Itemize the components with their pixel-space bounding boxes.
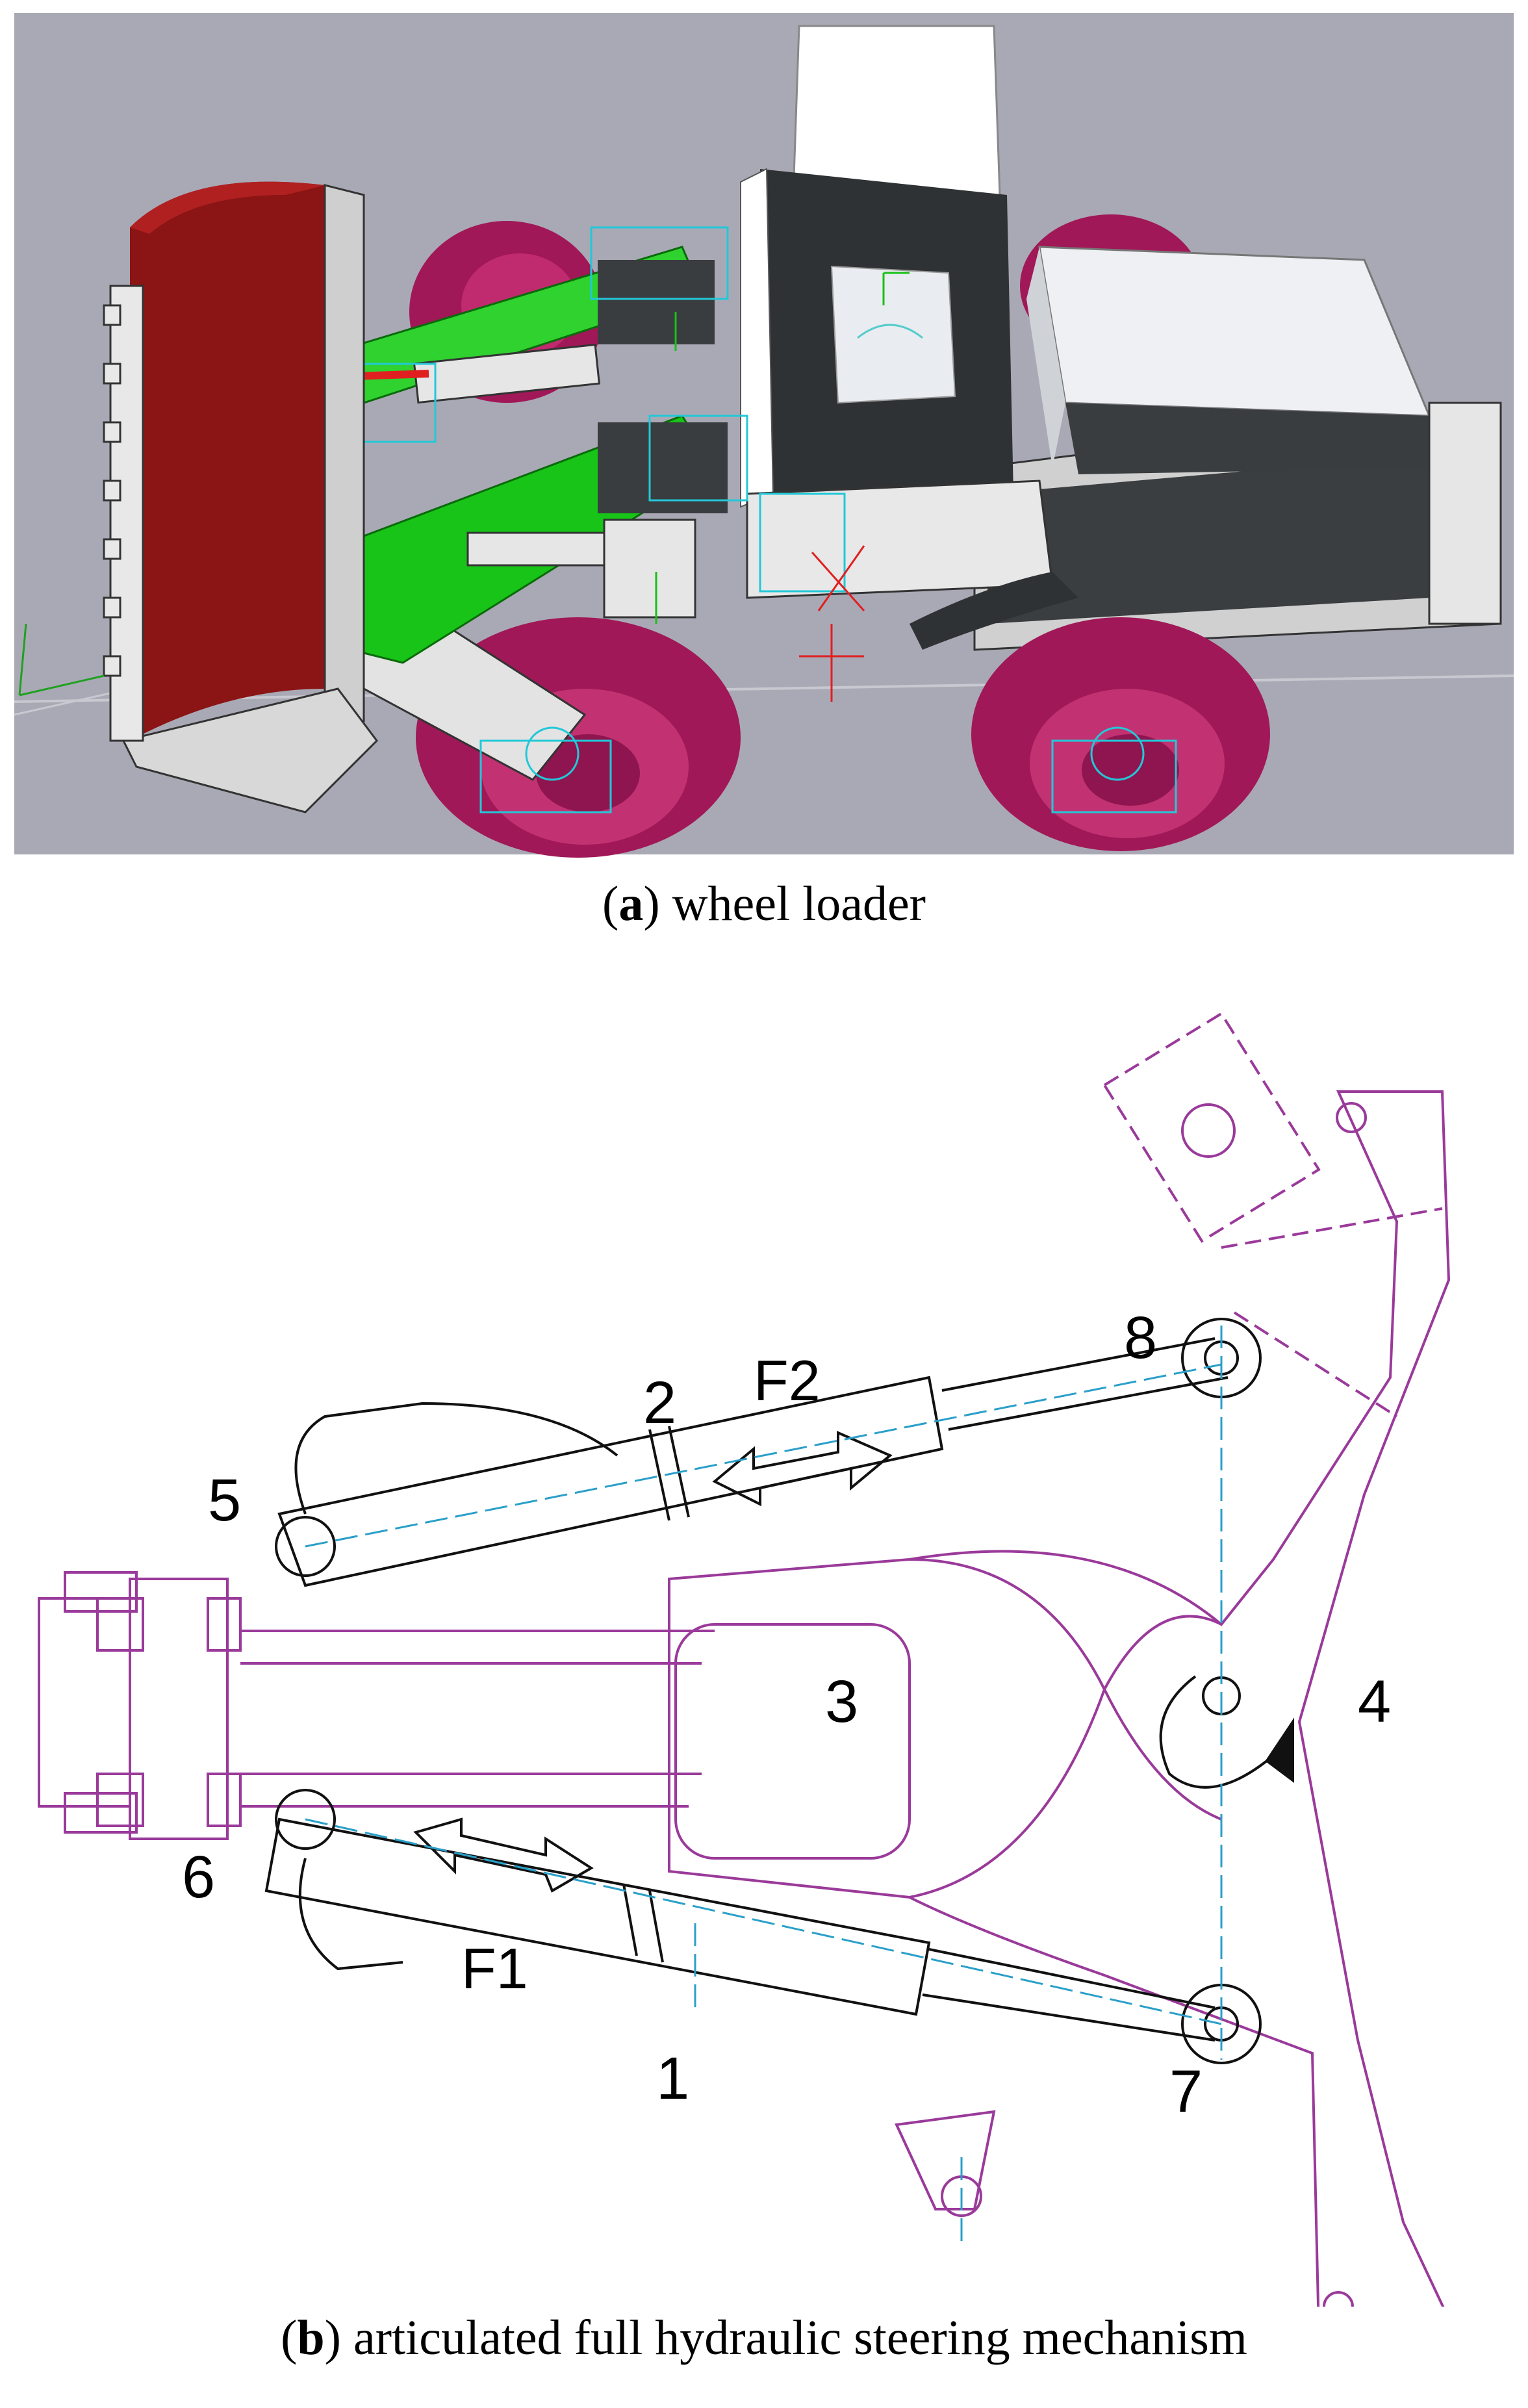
part-1-cylinder [264,1817,931,2016]
wheel-loader-render [14,13,1514,858]
caption-b-text: articulated full hydraulic steering mech… [340,2311,1247,2365]
part-4-rear-frame [909,1090,1451,2307]
bucket [130,181,325,741]
f1-double-arrow [413,1817,594,1893]
label-2: 2 [643,1370,676,1436]
part-3-body [668,1557,1106,1899]
caption-a-letter: a [618,877,644,931]
cab-window [830,265,956,404]
label-4: 4 [1358,1669,1391,1735]
part-2-cylinder [277,1376,944,1587]
f2-double-arrow [712,1430,893,1507]
caption-a: (a) wheel loader [602,877,926,931]
caption-b-letter: b [297,2311,325,2365]
caption-b: (b) articulated full hydraulic steering … [281,2311,1247,2365]
label-8: 8 [1124,1305,1157,1371]
label-6: 6 [182,1844,215,1910]
bucket-teeth [103,285,144,742]
label-f1: F1 [461,1936,528,2001]
label-3: 3 [825,1669,858,1735]
caption-a-text: wheel loader [659,877,926,931]
panel-b-steering-mechanism: 1 2 3 4 5 6 7 8 F1 F2 (b) articulated fu… [0,975,1528,2408]
label-5: 5 [208,1467,241,1533]
panel-a-wheel-loader: (a) wheel loader [0,0,1528,975]
steering-mechanism-diagram: 1 2 3 4 5 6 7 8 F1 F2 [38,1012,1451,2307]
center-chassis [746,480,1054,599]
label-1: 1 [656,2045,689,2112]
label-f2: F2 [754,1348,821,1413]
label-7: 7 [1169,2058,1203,2125]
